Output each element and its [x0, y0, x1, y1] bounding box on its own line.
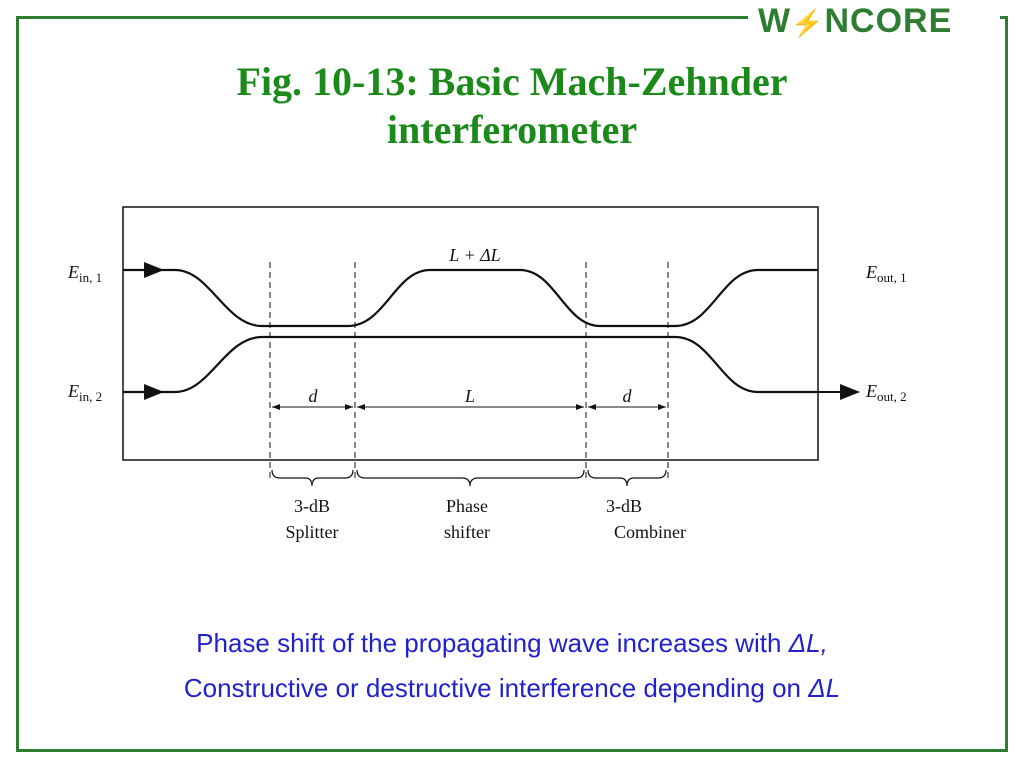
- dimension-L: [357, 404, 584, 410]
- caption-line-2: Constructive or destructive interference…: [20, 670, 1004, 706]
- logo-prefix: W: [758, 2, 792, 40]
- wincore-logo: W⚡NCORE: [748, 0, 1000, 44]
- frame-top-right: [998, 16, 1008, 19]
- page-title: Fig. 10-13: Basic Mach-Zehnder interfero…: [120, 58, 904, 154]
- caption-line-2-symbol: ΔL: [808, 673, 841, 703]
- lower-waveguide: [123, 335, 818, 394]
- label-ein2: Ein, 2: [67, 381, 102, 404]
- brace-combiner: [587, 469, 667, 487]
- label-splitter-line1: 3-dB: [294, 496, 330, 516]
- frame-top: [18, 16, 750, 19]
- caption-line-1: Phase shift of the propagating wave incr…: [20, 625, 1004, 661]
- label-eout2: Eout, 2: [865, 381, 907, 404]
- frame-right: [1005, 16, 1008, 752]
- caption-line-1-text: Phase shift of the propagating wave incr…: [196, 628, 789, 658]
- title-line-1: Fig. 10-13: Basic Mach-Zehnder: [236, 59, 788, 104]
- label-eout1: Eout, 1: [865, 262, 907, 285]
- dimension-d2: [588, 404, 666, 410]
- caption-line-2-text: Constructive or destructive interference…: [183, 673, 809, 703]
- brace-splitter: [271, 469, 354, 487]
- label-path-length: L + ΔL: [448, 245, 500, 265]
- interferometer-box: [122, 206, 819, 461]
- label-shifter-line1: Phase: [446, 496, 488, 516]
- label-L: L: [464, 386, 475, 406]
- lightning-bolt-icon: ⚡: [791, 8, 825, 38]
- logo-suffix: NCORE: [824, 2, 953, 40]
- caption-line-1-symbol: ΔL,: [788, 628, 828, 658]
- label-ein1: Ein, 1: [67, 262, 102, 285]
- dimension-d1: [272, 404, 353, 410]
- frame-bottom: [16, 749, 1008, 752]
- label-combiner-line2: Combiner: [614, 522, 686, 542]
- label-combiner-line1: 3-dB: [606, 496, 642, 516]
- label-d2: d: [623, 386, 633, 406]
- label-shifter-line2: shifter: [444, 522, 490, 542]
- label-splitter-line2: Splitter: [286, 522, 339, 542]
- upper-waveguide: [123, 268, 818, 328]
- label-d1: d: [309, 386, 319, 406]
- brace-shifter: [356, 469, 585, 487]
- title-line-2: interferometer: [386, 107, 638, 152]
- frame-left: [16, 16, 19, 752]
- logo-text: W⚡NCORE: [758, 2, 952, 41]
